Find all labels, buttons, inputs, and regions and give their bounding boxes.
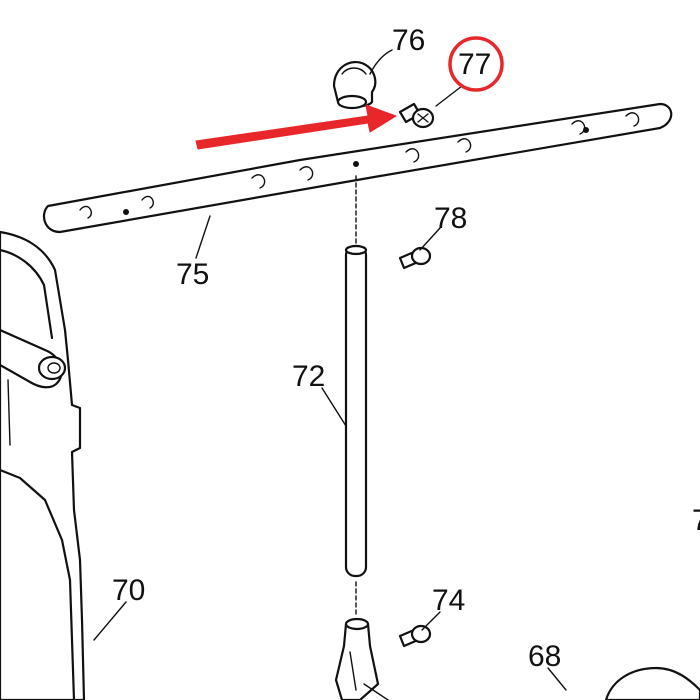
cover-housing-part [0,230,86,700]
highlight-ring [448,36,504,92]
callout-72: 72 [292,360,325,393]
callout-70: 70 [112,574,145,607]
highlight-arrow [195,104,397,150]
rod-end-fitting-part [334,617,380,700]
callout-77: 77 [458,48,491,81]
callout-edge-partial: 7 [692,504,700,537]
callout-76: 76 [392,24,425,57]
rod-part [344,175,368,615]
callout-74: 74 [432,584,465,617]
screw-part-74 [398,624,432,648]
highlight-marker [195,36,504,150]
callout-68: 68 [528,640,561,673]
leader-lines [93,49,567,700]
elbow-fitting-part [332,60,377,110]
gasket-strip-part [42,102,673,234]
screw-part-78 [398,246,432,270]
callout-78: 78 [434,202,467,235]
screw-part-77 [398,102,435,129]
callout-75: 75 [176,258,209,291]
bracket-part-68 [604,666,700,700]
